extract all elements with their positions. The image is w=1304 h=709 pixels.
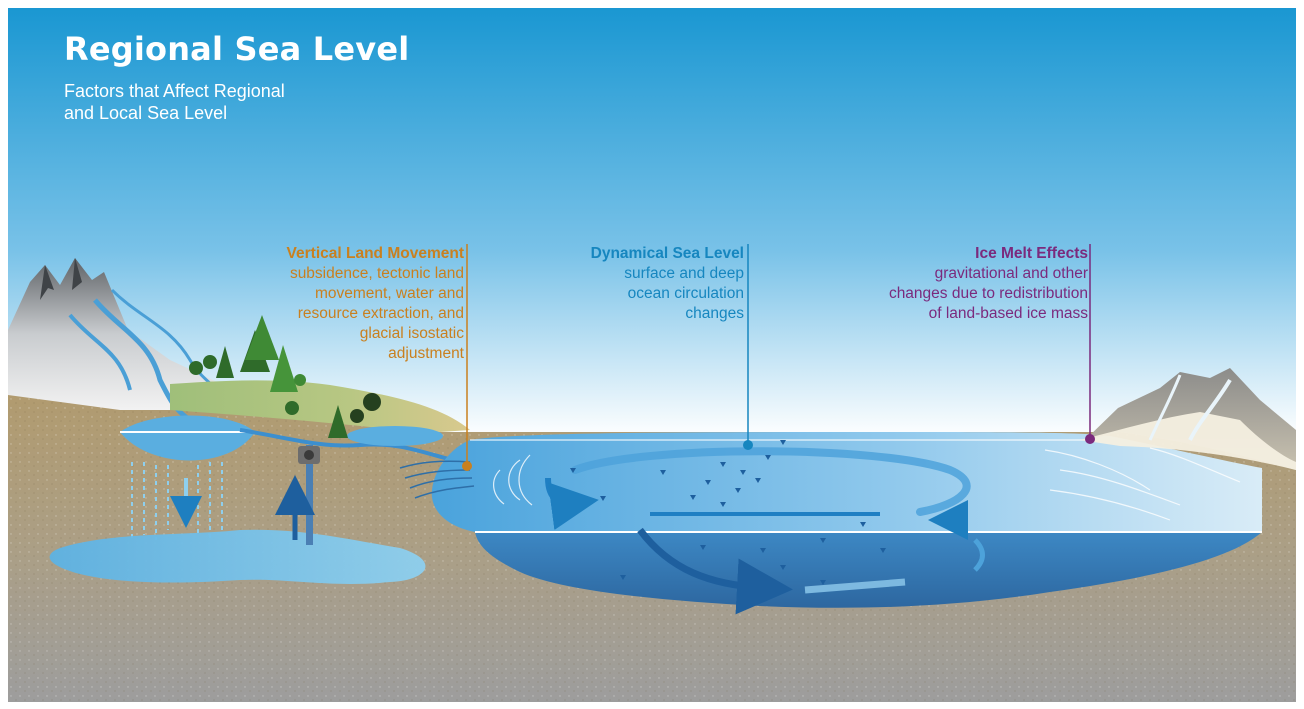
tree-icon (363, 393, 381, 411)
callout-line: gravitational and other (934, 265, 1088, 282)
callout-line: resource extraction, and (297, 305, 464, 322)
tree-icon (350, 409, 364, 423)
mountain-icon (40, 258, 82, 300)
forest (189, 315, 381, 438)
ocean-swirls (493, 447, 1241, 521)
tree-icon (294, 374, 306, 386)
groundwater-aquifer (49, 529, 426, 584)
mountain-lake (120, 415, 255, 461)
tree-icon (285, 401, 299, 415)
callout-line: movement, water and (314, 285, 464, 302)
callout-dynamical-sea-level: Dynamical Sea Level surface and deep oce… (591, 244, 744, 324)
pond (347, 426, 443, 446)
tree-icon (189, 361, 203, 375)
callout-heading: Vertical Land Movement (286, 245, 464, 262)
mountain-stream (68, 313, 132, 391)
tree-icon (328, 405, 348, 438)
lowland (170, 380, 470, 432)
deep-circulation (637, 527, 793, 615)
tree-icon (245, 315, 279, 360)
dsl-marker (743, 440, 753, 450)
vlm-marker (462, 461, 472, 471)
callout-line: subsidence, tectonic land (289, 265, 464, 282)
glacier-stream (1148, 374, 1182, 441)
callout-ice-melt-effects: Ice Melt Effects gravitational and other… (889, 244, 1088, 324)
callout-heading: Dynamical Sea Level (590, 245, 744, 262)
callout-heading: Ice Melt Effects (975, 245, 1088, 262)
callout-line: adjustment (388, 345, 464, 362)
glacier-stream (1188, 378, 1232, 441)
page-title: Regional Sea Level (64, 30, 410, 68)
page-subtitle: Factors that Affect Regional and Local S… (64, 80, 285, 124)
deep-circulation (804, 578, 906, 594)
surface-circulation (571, 447, 971, 516)
deep-circulation (973, 538, 985, 572)
callout-line: glacial isostatic (359, 325, 464, 342)
deep-ocean (475, 532, 1262, 608)
callout-line: of land-based ice mass (928, 305, 1088, 322)
callout-line: changes (685, 305, 744, 322)
callout-vertical-land-movement: Vertical Land Movement subsidence, tecto… (287, 244, 464, 364)
glacier-icon (1080, 412, 1296, 470)
subtitle-line: and Local Sea Level (64, 103, 228, 123)
arrow-icon (545, 477, 599, 530)
arrow-icon (928, 500, 969, 541)
river (239, 428, 461, 464)
river-delta (399, 460, 475, 499)
ice-marker (1085, 434, 1095, 444)
subtitle-line: Factors that Affect Regional (64, 81, 285, 101)
callout-line: ocean circulation (627, 285, 744, 302)
tree-icon (216, 346, 234, 378)
tree-icon (270, 345, 298, 392)
left-mountains (8, 258, 260, 410)
ocean-particles (570, 440, 886, 585)
callout-line: changes due to redistribution (888, 285, 1088, 302)
tree-icon (203, 355, 217, 369)
callout-line: surface and deep (624, 265, 744, 282)
